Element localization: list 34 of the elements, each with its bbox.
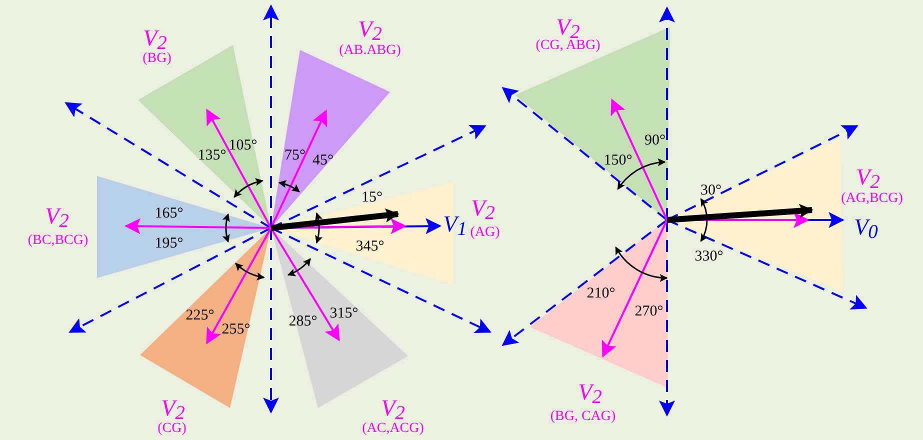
- angle-label: 165°: [154, 206, 184, 222]
- phasor-label: V$_{2}$: [471, 196, 495, 224]
- fault-type-label: (CG): [158, 422, 186, 436]
- angle-label: 210°: [586, 286, 616, 302]
- fault-type-label: (BC,BCG): [28, 234, 88, 248]
- phasor-label: V$_{2}$: [578, 380, 602, 408]
- fault-type-label: (BG): [142, 52, 172, 66]
- phasor-label: V$_{2}$: [381, 396, 405, 424]
- angle-label: 225°: [186, 308, 214, 324]
- angle-label: 255°: [222, 322, 250, 338]
- angle-label: 45°: [312, 154, 334, 168]
- angle-label: 195°: [154, 236, 184, 252]
- angle-label: 330°: [694, 250, 724, 264]
- fault-type-label: (AC,ACG): [362, 422, 424, 436]
- angle-label: 105°: [228, 138, 258, 154]
- angle-label: 75°: [284, 148, 306, 164]
- angle-label: 150°: [604, 154, 632, 168]
- angle-label: 285°: [288, 314, 318, 330]
- angle-label: 270°: [634, 304, 664, 320]
- phasor-label: V$_{2}$: [358, 17, 382, 45]
- phasor-label: V$_{2}$: [856, 165, 880, 193]
- reference-phasor-label: V$_{1}$: [443, 212, 467, 240]
- angle-label: 15°: [362, 190, 382, 206]
- phasor-label: V$_{2}$: [45, 204, 69, 232]
- angle-label: 135°: [198, 148, 226, 164]
- angle-label: 345°: [356, 240, 384, 254]
- fault-type-label: (BG, CAG): [550, 410, 616, 424]
- fault-type-label: (AG): [470, 226, 500, 240]
- fault-type-label: (AG,BCG): [841, 192, 903, 206]
- fault-type-label: (AB.ABG): [339, 44, 401, 58]
- angle-label: 30°: [700, 184, 722, 198]
- angle-label: 315°: [330, 306, 358, 322]
- reference-phasor-label: V$_{0}$: [854, 215, 878, 243]
- angle-label: 90°: [644, 134, 666, 148]
